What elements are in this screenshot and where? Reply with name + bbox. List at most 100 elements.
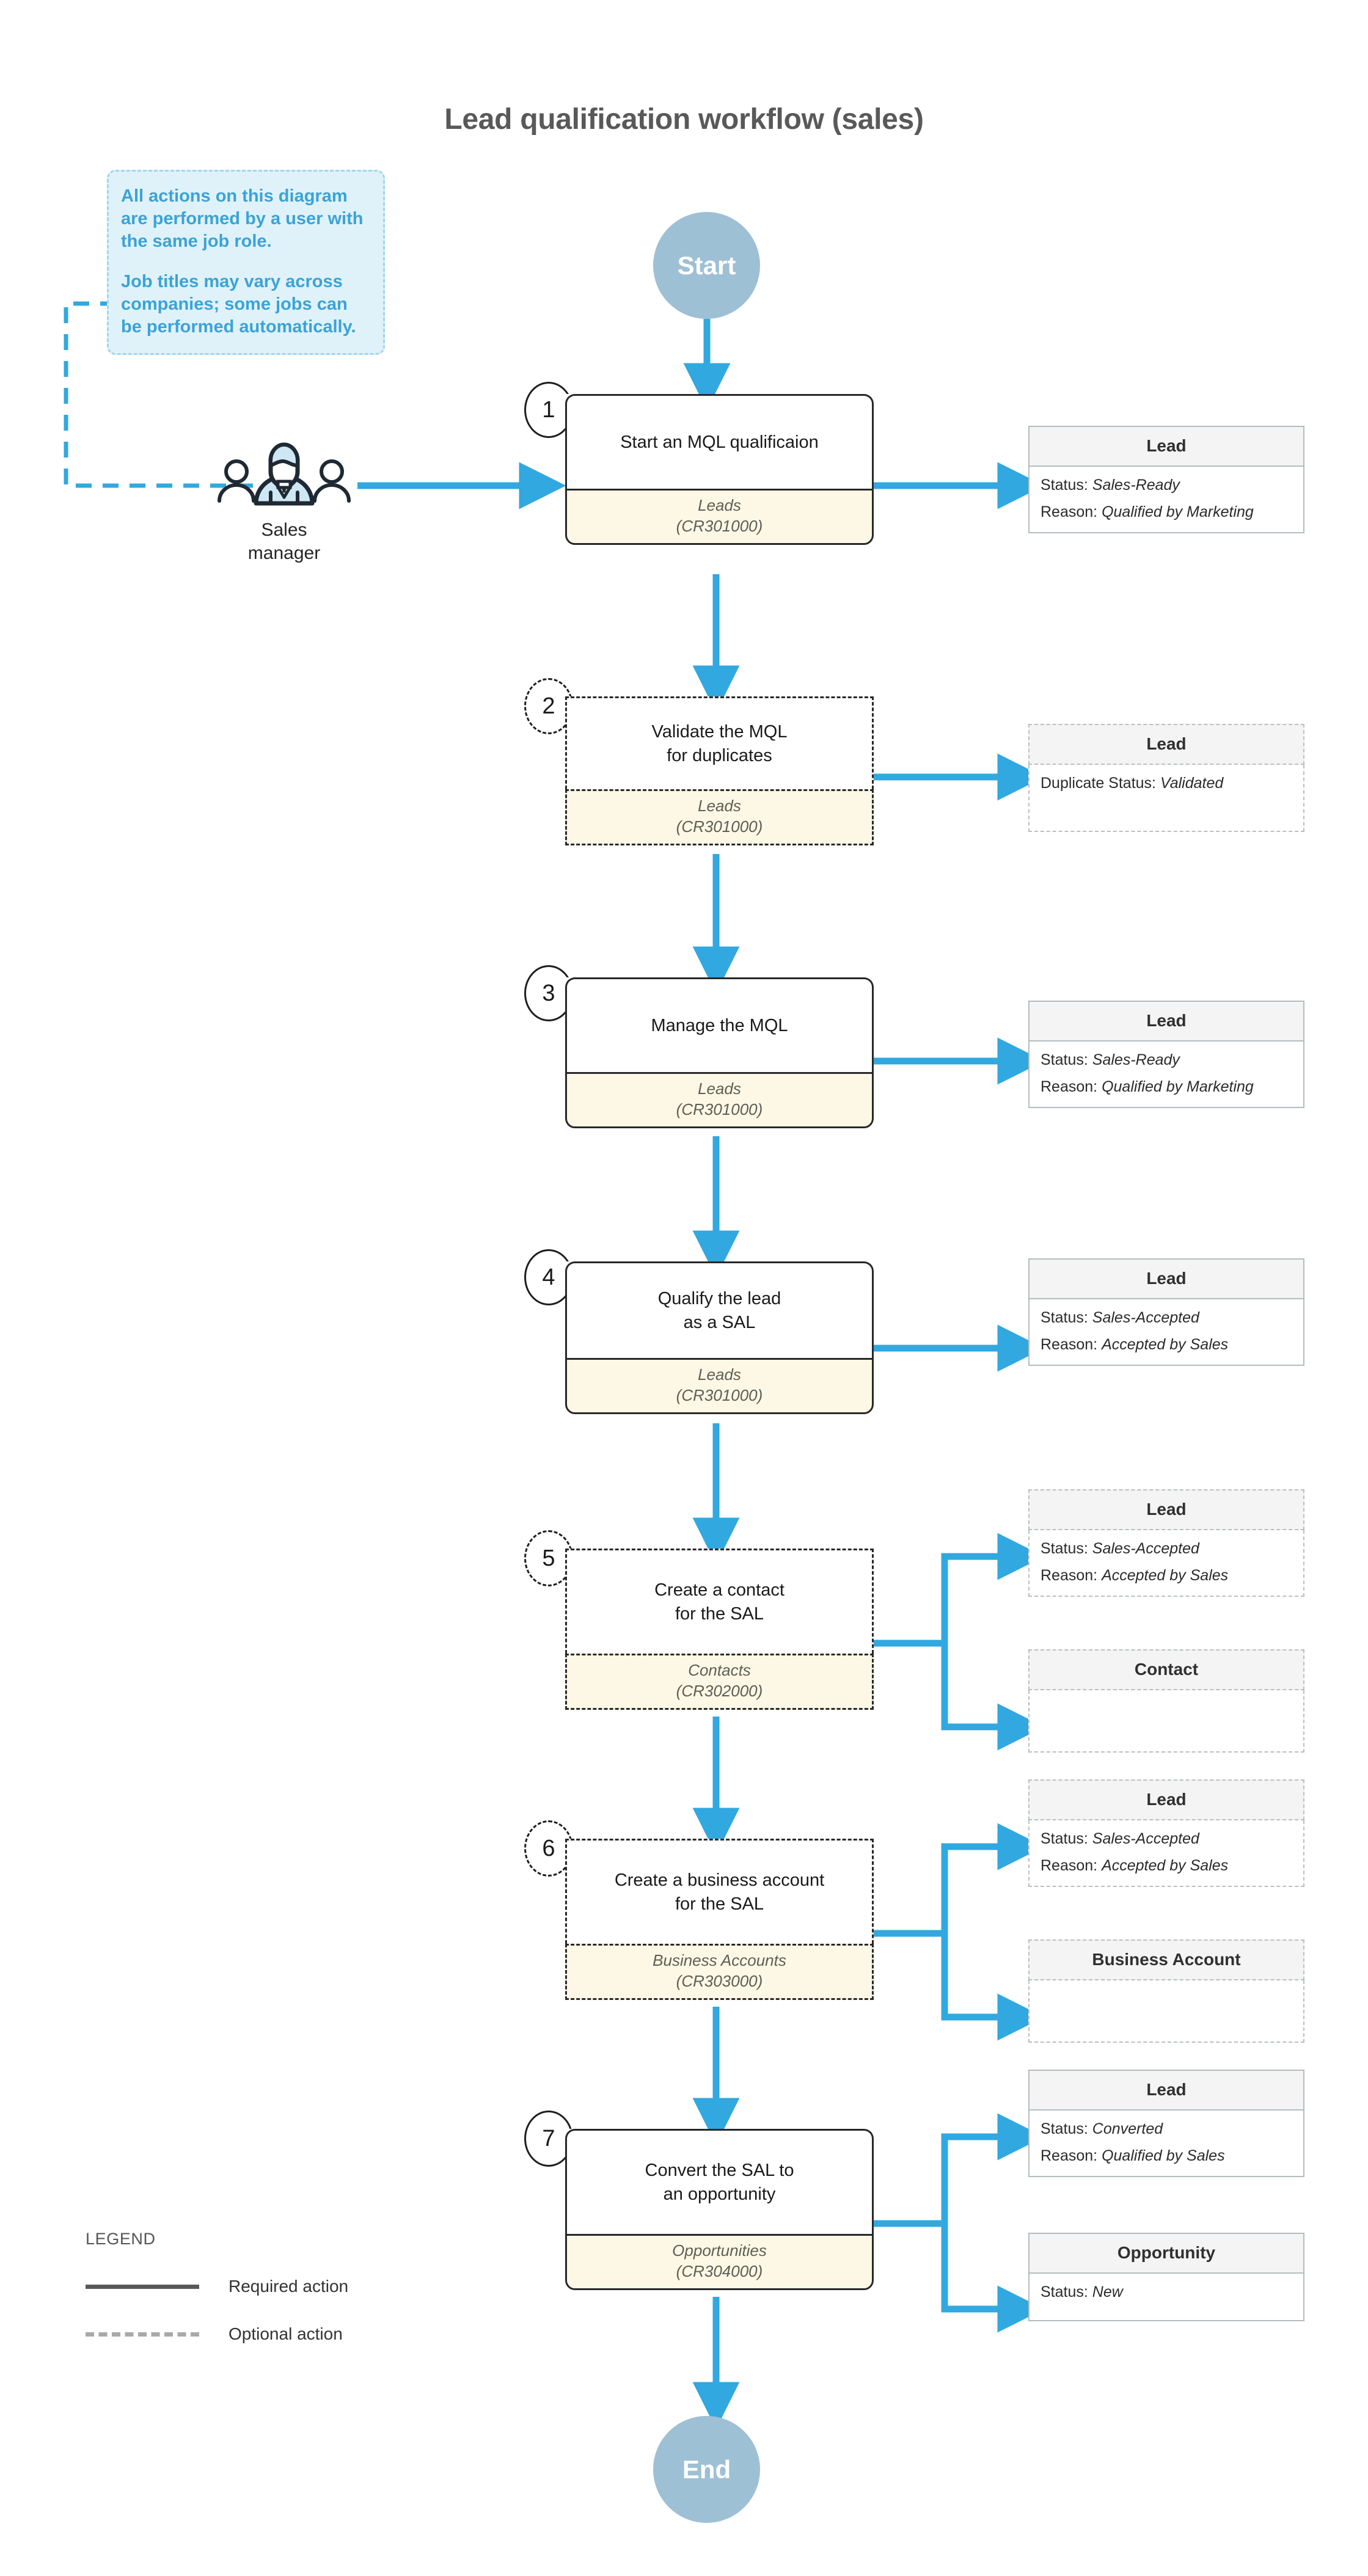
legend-label-optional: Optional action xyxy=(229,2324,343,2343)
entity-body-4: Status: Sales-Accepted Reason: Accepted … xyxy=(1028,1299,1304,1366)
entity-header-6b: Business Account xyxy=(1028,1939,1304,1980)
step-form-3: Leads (CR301000) xyxy=(565,1072,874,1128)
entity-card-lead-7: Lead Status: Converted Reason: Qualified… xyxy=(1028,2070,1304,2177)
users-group-icon xyxy=(218,442,351,506)
step-box-6[interactable]: Create a business account for the SAL Bu… xyxy=(565,1839,874,2000)
step-form-id-6: (CR303000) xyxy=(676,1971,763,1990)
step-title-7-line-1: Convert the SAL to xyxy=(645,2161,794,2181)
entity-card-lead-2: Lead Duplicate Status: Validated xyxy=(1028,724,1304,832)
entity-header-7a: Lead xyxy=(1028,2070,1304,2111)
entity-row: Status: Sales-Ready xyxy=(1041,476,1180,494)
step-form-id-4: (CR301000) xyxy=(676,1385,763,1404)
legend-swatch-dashed-line xyxy=(86,2332,199,2337)
step-title-3: Manage the MQL xyxy=(651,1015,788,1035)
note-paragraph-2: Job titles may vary across companies; so… xyxy=(121,272,356,337)
step-form-id-3: (CR301000) xyxy=(676,1100,763,1118)
entity-body-5b xyxy=(1028,1690,1304,1753)
arrow-step5-to-entity5b xyxy=(941,1643,1045,1751)
entity-header-3: Lead xyxy=(1028,1001,1304,1042)
legend-label-required: Required action xyxy=(229,2277,349,2296)
entity-card-opportunity: Opportunity Status: New xyxy=(1028,2233,1304,2321)
step-badge-6: 6 xyxy=(524,1820,573,1877)
step-form-id-2: (CR301000) xyxy=(676,817,763,836)
entity-header-7b: Opportunity xyxy=(1028,2233,1304,2274)
step-title-6-line-1: Create a business account xyxy=(614,1870,825,1891)
entity-row: Reason: Accepted by Sales xyxy=(1041,1566,1229,1584)
entity-header-5a: Lead xyxy=(1028,1489,1304,1530)
end-terminator: End xyxy=(653,2416,760,2523)
step-badge-2: 2 xyxy=(524,678,573,734)
step-title-7: Convert the SAL to an opportunity xyxy=(631,2159,809,2206)
actor-label-line-1: Sales xyxy=(261,520,307,540)
entity-card-lead-3: Lead Status: Sales-Ready Reason: Qualifi… xyxy=(1028,1001,1304,1108)
entity-row: Reason: Qualified by Marketing xyxy=(1041,503,1254,520)
entity-card-business-account: Business Account xyxy=(1028,1939,1304,2043)
step-title-7-line-2: an opportunity xyxy=(663,2184,776,2204)
step-box-4[interactable]: Qualify the lead as a SAL Leads (CR30100… xyxy=(565,1261,874,1414)
entity-row: Status: Sales-Accepted xyxy=(1041,1540,1199,1557)
entity-row: Status: New xyxy=(1041,2283,1123,2301)
entity-body-5a: Status: Sales-Accepted Reason: Accepted … xyxy=(1028,1530,1304,1597)
entity-card-contact: Contact xyxy=(1028,1649,1304,1753)
note-paragraph-1: All actions on this diagram are performe… xyxy=(121,186,364,251)
step-title-4: Qualify the lead as a SAL xyxy=(643,1287,796,1334)
step-box-5[interactable]: Create a contact for the SAL Contacts (C… xyxy=(565,1549,874,1710)
step-box-2[interactable]: Validate the MQL for duplicates Leads (C… xyxy=(565,696,874,845)
entity-header-2: Lead xyxy=(1028,724,1304,765)
actor-label-line-2: manager xyxy=(247,543,321,564)
step-form-name-3: Leads xyxy=(698,1079,741,1098)
step-form-7: Opportunities (CR304000) xyxy=(565,2234,874,2290)
legend-item-required: Required action xyxy=(86,2271,428,2302)
step-form-id-5: (CR302000) xyxy=(676,1681,763,1700)
step-title-5-line-1: Create a contact xyxy=(654,1580,785,1600)
entity-row: Status: Sales-Accepted xyxy=(1041,1309,1199,1326)
step-title-4-line-2: as a SAL xyxy=(683,1312,756,1332)
entity-header-1: Lead xyxy=(1028,426,1304,467)
step-form-id-1: (CR301000) xyxy=(676,516,763,535)
arrow-step7-to-entity7b xyxy=(941,2224,1045,2333)
step-box-7[interactable]: Convert the SAL to an opportunity Opport… xyxy=(565,2129,874,2290)
step-badge-3: 3 xyxy=(524,965,573,1021)
step-badge-1: 1 xyxy=(524,382,573,438)
legend-item-optional: Optional action xyxy=(86,2318,428,2350)
step-form-id-7: (CR304000) xyxy=(676,2261,763,2280)
step-form-2: Leads (CR301000) xyxy=(565,789,874,845)
entity-body-7b: Status: New xyxy=(1028,2274,1304,2321)
entity-row: Reason: Qualified by Marketing xyxy=(1041,1078,1254,1095)
note-to-actor-connector xyxy=(64,301,385,488)
step-form-5: Contacts (CR302000) xyxy=(565,1654,874,1710)
step-title-2-line-1: Validate the MQL xyxy=(651,722,788,742)
step-form-name-7: Opportunities xyxy=(672,2241,767,2260)
entity-header-6a: Lead xyxy=(1028,1779,1304,1820)
step-title-5: Create a contact for the SAL xyxy=(640,1578,799,1626)
arrow-step5-to-entity5a xyxy=(874,1533,1045,1647)
step-title-2: Validate the MQL for duplicates xyxy=(637,720,802,767)
step-form-1: Leads (CR301000) xyxy=(565,489,874,545)
step-title-2-line-2: for duplicates xyxy=(667,745,772,765)
step-box-1[interactable]: Start an MQL qualificaion Leads (CR30100… xyxy=(565,394,874,545)
step-form-4: Leads (CR301000) xyxy=(565,1358,874,1414)
step-title-4-line-1: Qualify the lead xyxy=(657,1289,781,1309)
entity-row: Status: Sales-Accepted xyxy=(1041,1830,1199,1847)
arrow-step6-to-entity6b xyxy=(941,1933,1045,2041)
entity-header-4: Lead xyxy=(1028,1258,1304,1299)
entity-card-lead-5: Lead Status: Sales-Accepted Reason: Acce… xyxy=(1028,1489,1304,1597)
step-form-name-6: Business Accounts xyxy=(653,1951,786,1969)
entity-body-3: Status: Sales-Ready Reason: Qualified by… xyxy=(1028,1042,1304,1108)
step-form-6: Business Accounts (CR303000) xyxy=(565,1944,874,2000)
entity-row: Reason: Qualified by Sales xyxy=(1041,2147,1225,2164)
entity-body-7a: Status: Converted Reason: Qualified by S… xyxy=(1028,2111,1304,2177)
step-title-6: Create a business account for the SAL xyxy=(600,1869,839,1916)
step-badge-4: 4 xyxy=(524,1249,573,1305)
entity-header-5b: Contact xyxy=(1028,1649,1304,1690)
entity-card-lead-1: Lead Status: Sales-Ready Reason: Qualifi… xyxy=(1028,426,1304,533)
start-terminator: Start xyxy=(653,212,760,319)
actor-sales-manager: Sales manager xyxy=(211,440,357,566)
step-title-5-line-2: for the SAL xyxy=(675,1604,764,1624)
legend-swatch-solid-line xyxy=(86,2284,199,2289)
step-box-3[interactable]: Manage the MQL Leads (CR301000) xyxy=(565,977,874,1128)
entity-row: Duplicate Status: Validated xyxy=(1041,775,1224,792)
entity-row: Reason: Accepted by Sales xyxy=(1041,1856,1229,1874)
